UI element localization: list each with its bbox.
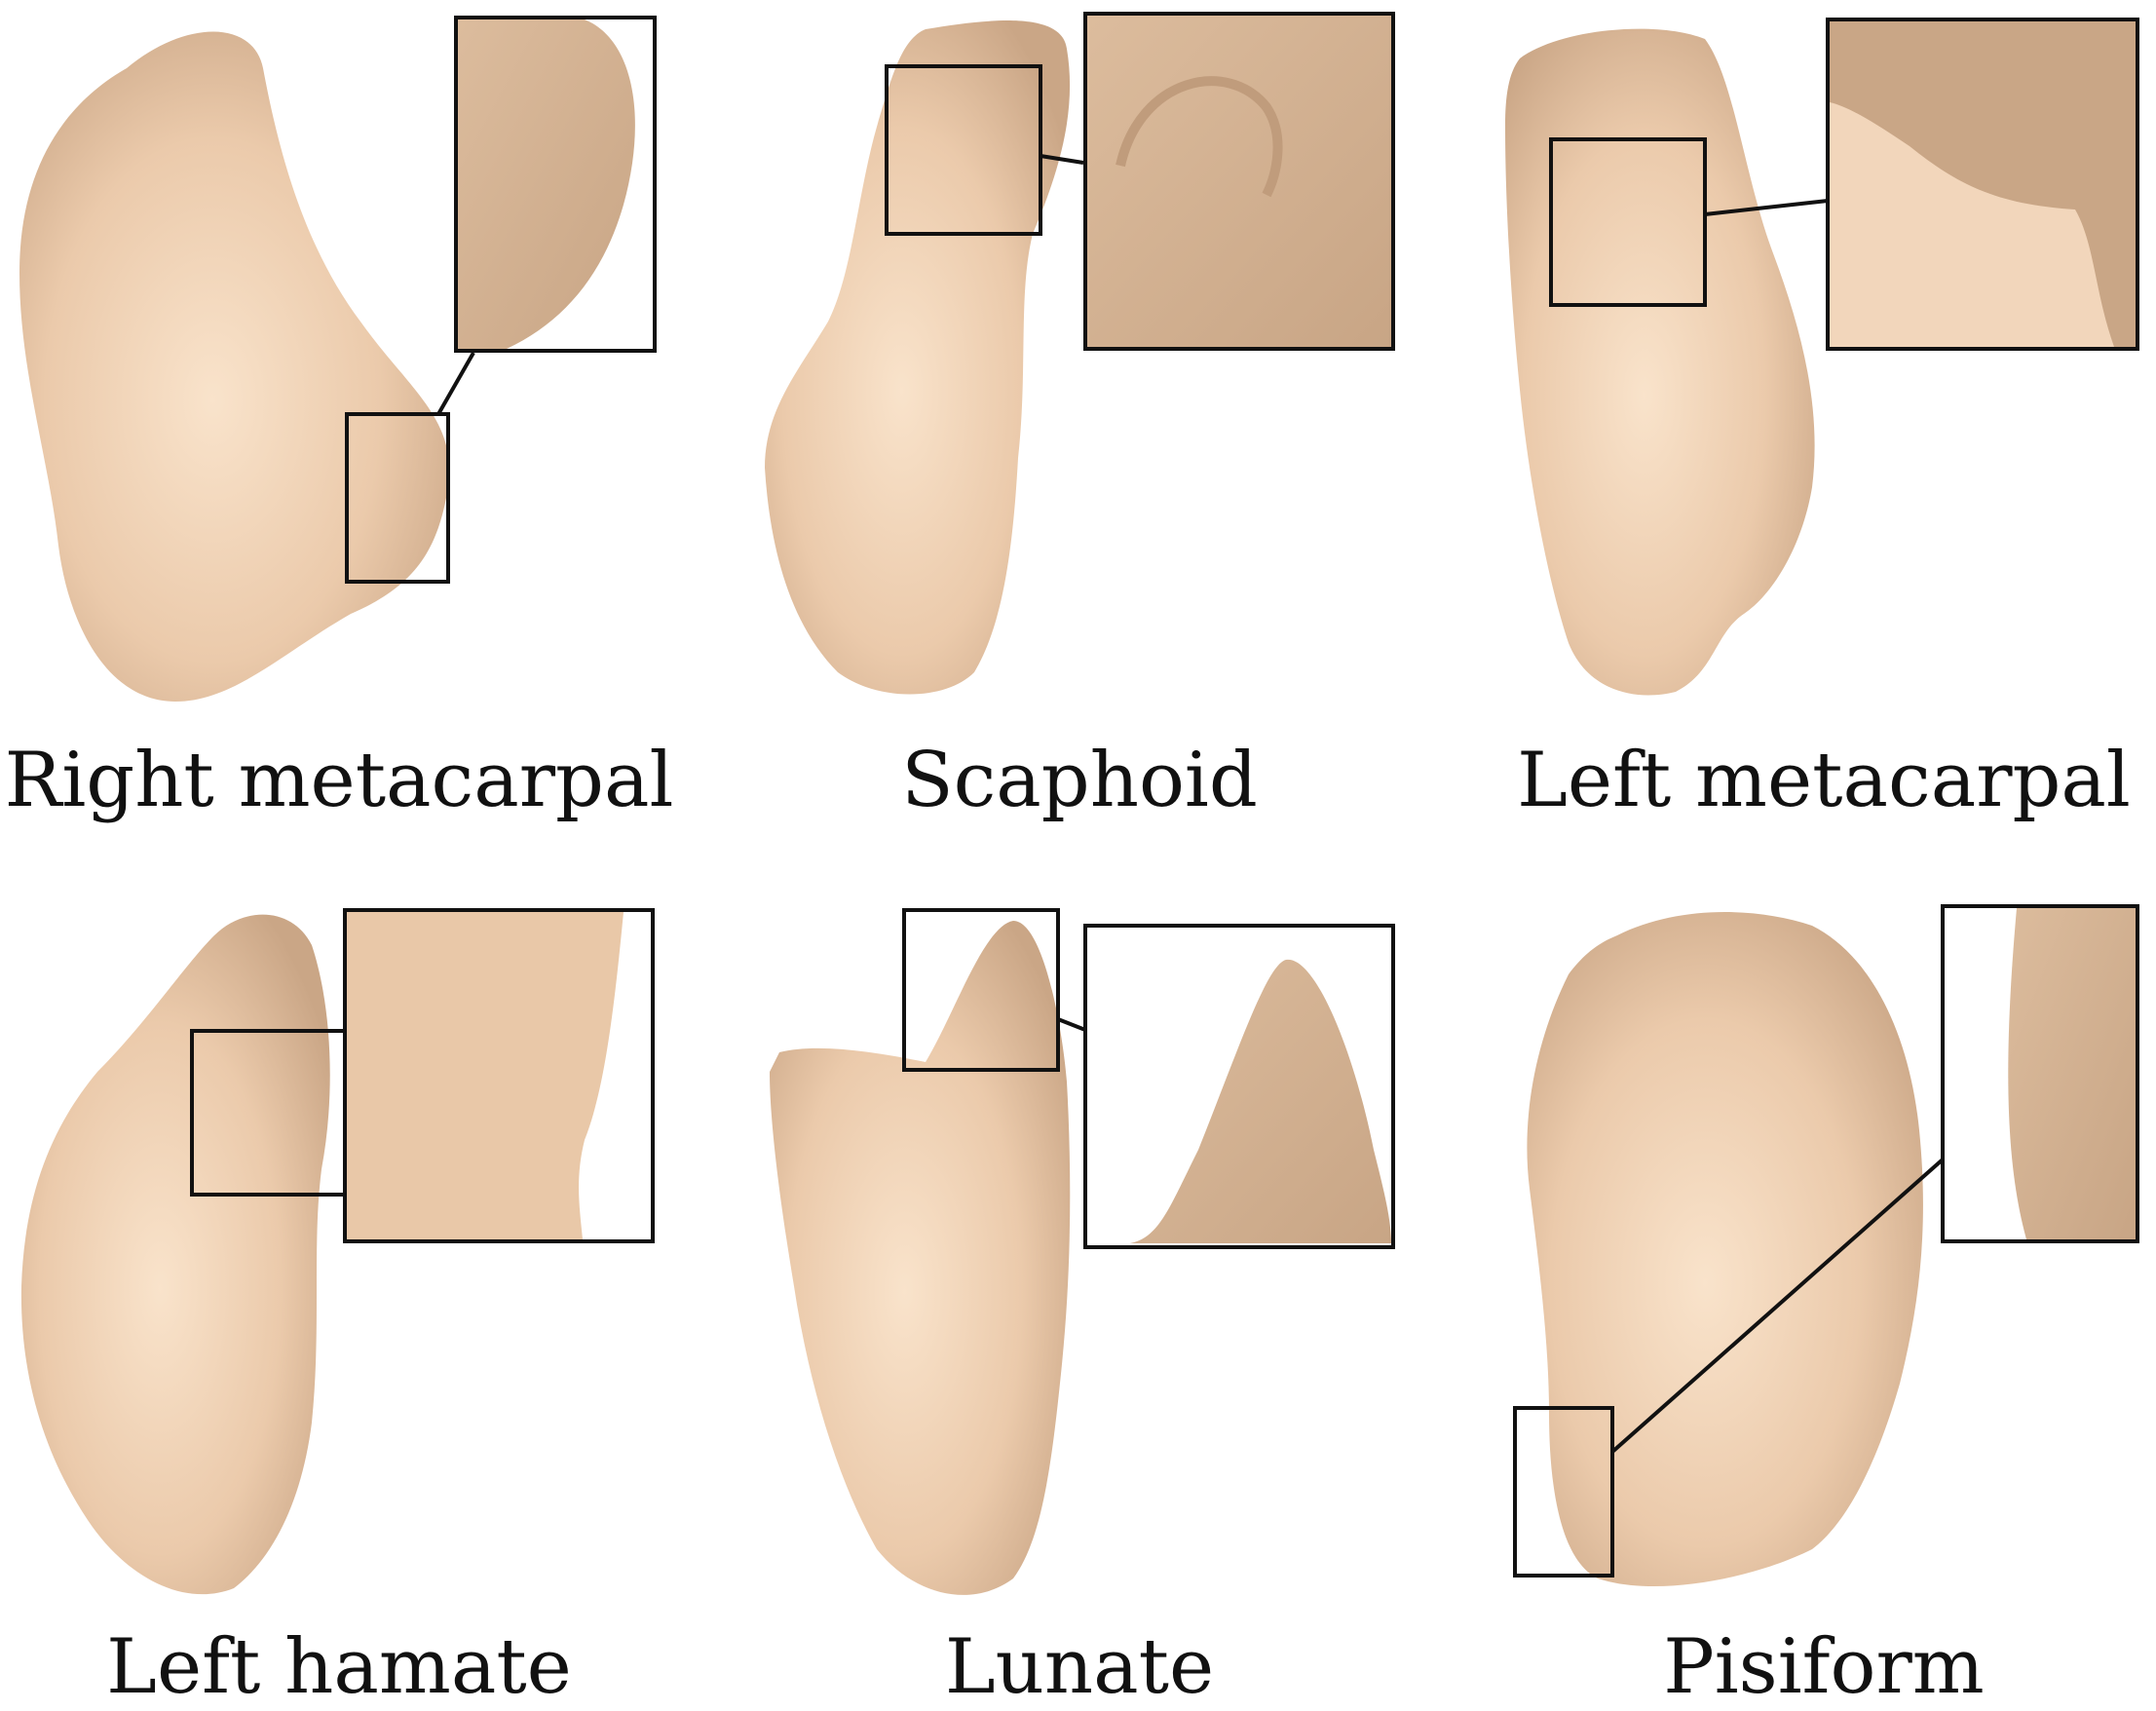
pisiform-zoom-image — [2008, 908, 2136, 1239]
left-metacarpal-zoom-region — [1549, 137, 1707, 307]
lunate-zoom-region — [902, 908, 1060, 1072]
scaphoid-zoom-image — [1087, 16, 1391, 347]
left-metacarpal-zoom-shadow — [1830, 21, 2136, 347]
right-metacarpal-zoom-region — [345, 412, 450, 584]
caption-lunate: Lunate — [944, 1623, 1215, 1711]
pisiform-zoom-connector — [1610, 1158, 1945, 1454]
scaphoid-zoom-connector — [1040, 154, 1084, 165]
caption-right-metacarpal: Right metacarpal — [4, 737, 674, 824]
right-metacarpal-bone — [19, 31, 450, 702]
scaphoid-bone — [765, 20, 1071, 695]
right-metacarpal-zoom-image — [458, 19, 635, 349]
scaphoid-zoom-region — [885, 64, 1042, 236]
panel-right-metacarpal — [19, 16, 657, 702]
left-hamate-bone — [20, 914, 330, 1595]
panel-pisiform — [1513, 904, 2139, 1587]
panel-scaphoid — [765, 12, 1395, 695]
caption-scaphoid: Scaphoid — [901, 737, 1258, 824]
pisiform-bone — [1527, 912, 1923, 1587]
scaphoid-zoom-ridge — [1116, 76, 1283, 198]
left-metacarpal-bone — [1505, 28, 1815, 696]
caption-left-metacarpal: Left metacarpal — [1517, 737, 2131, 824]
lunate-zoom-connector — [1057, 1017, 1086, 1032]
pisiform-zoom-region — [1513, 1406, 1614, 1578]
lunate-zoom-image — [1130, 959, 1391, 1243]
panel-left-hamate — [20, 908, 655, 1595]
panel-left-metacarpal — [1505, 18, 2139, 696]
caption-pisiform: Pisiform — [1663, 1623, 1985, 1711]
left-hamate-zoom-image — [347, 912, 624, 1239]
left-metacarpal-zoom-connector — [1704, 199, 1829, 216]
panel-lunate — [770, 908, 1395, 1595]
right-metacarpal-zoom-connector — [436, 352, 475, 415]
lunate-bone — [770, 921, 1071, 1595]
caption-left-hamate: Left hamate — [106, 1623, 572, 1711]
